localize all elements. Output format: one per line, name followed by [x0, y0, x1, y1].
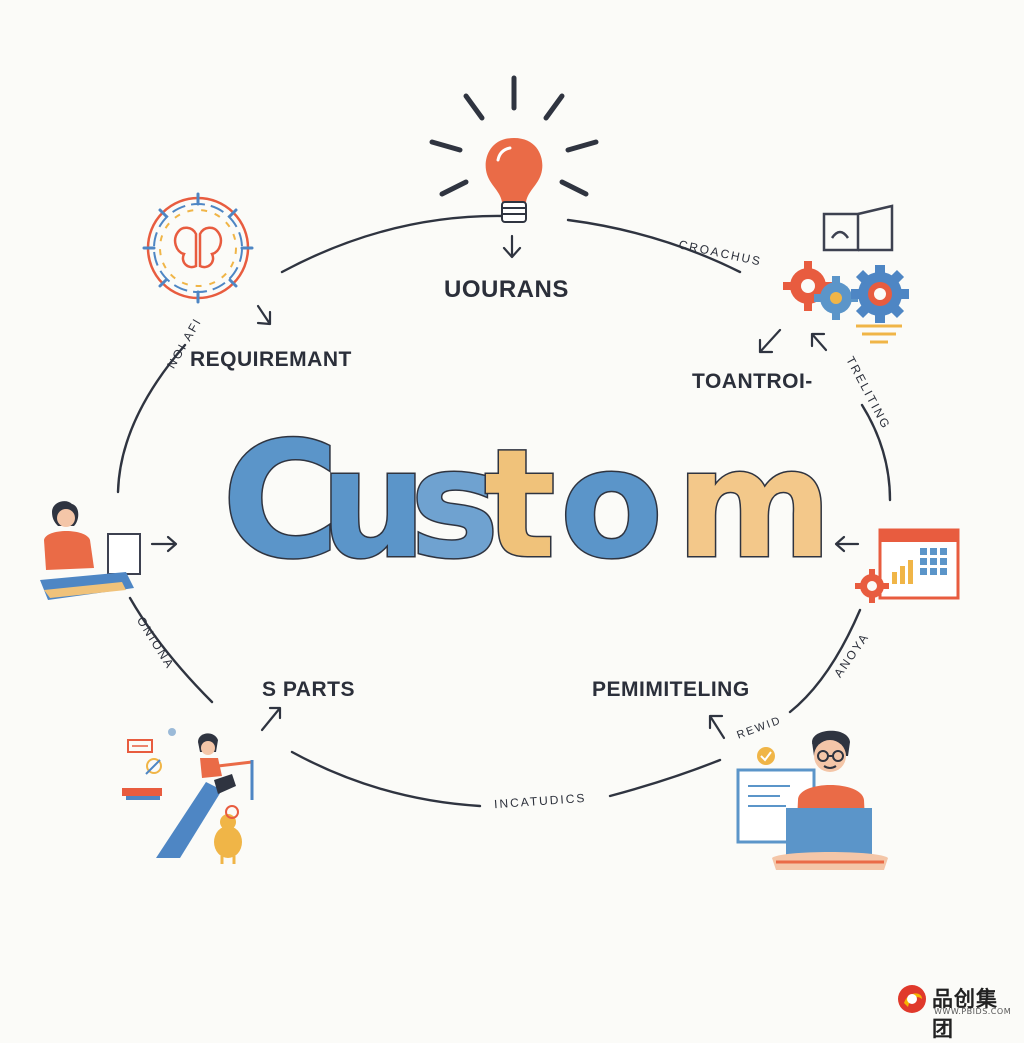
- label-bottom-left: S PARTS: [262, 678, 355, 701]
- center-letter-2: s: [410, 418, 499, 592]
- arrow-right-1: [758, 328, 782, 354]
- arc-top-right: [566, 218, 742, 274]
- lightbulb-icon: [429, 75, 599, 223]
- arrow-bottom-right: [708, 714, 726, 740]
- arrow-right-calendar: [834, 535, 860, 553]
- brain-gear-icon: [142, 192, 254, 304]
- watermark-logo-icon: [898, 985, 926, 1013]
- arc-top-left: [280, 214, 507, 274]
- arrow-down-bulb: [502, 234, 522, 259]
- center-letter-1: u: [320, 418, 427, 592]
- arc-right-upper: [860, 403, 892, 502]
- arc-left-upper: [116, 343, 187, 494]
- cycle-arrows: [150, 234, 860, 740]
- developer-laptop-icon: [736, 730, 888, 870]
- center-letter-3: t: [484, 418, 556, 592]
- arrow-bottom-left: [260, 706, 282, 732]
- arc-right-lower: [788, 608, 862, 714]
- arc-left-lower: [128, 596, 214, 704]
- person-laptop-icon: [40, 501, 141, 600]
- cycle-arcs: [116, 214, 892, 808]
- arrow-right-2: [810, 332, 828, 352]
- arc-bottom-left: [290, 750, 482, 808]
- watermark: 品创集团 WWW.PBIDS.COM: [894, 981, 1014, 1041]
- center-letter-0: C: [222, 407, 339, 594]
- watermark-url: WWW.PBIDS.COM: [934, 1007, 1012, 1016]
- label-top: UOURANS: [444, 276, 569, 303]
- label-top-right: TOANTROI-: [692, 370, 813, 393]
- calendar-chart-icon: [855, 528, 960, 603]
- label-top-left: REQUIREMANT: [190, 348, 352, 371]
- arc-bottom-right: [608, 758, 722, 798]
- person-slide-icon: [122, 728, 254, 864]
- label-bottom-right: PEMIMITELING: [592, 678, 750, 701]
- center-letter-4: o: [560, 418, 663, 592]
- arrow-left-person: [150, 535, 178, 553]
- center-letter-5: m: [676, 418, 832, 592]
- arrow-top-left: [256, 304, 272, 326]
